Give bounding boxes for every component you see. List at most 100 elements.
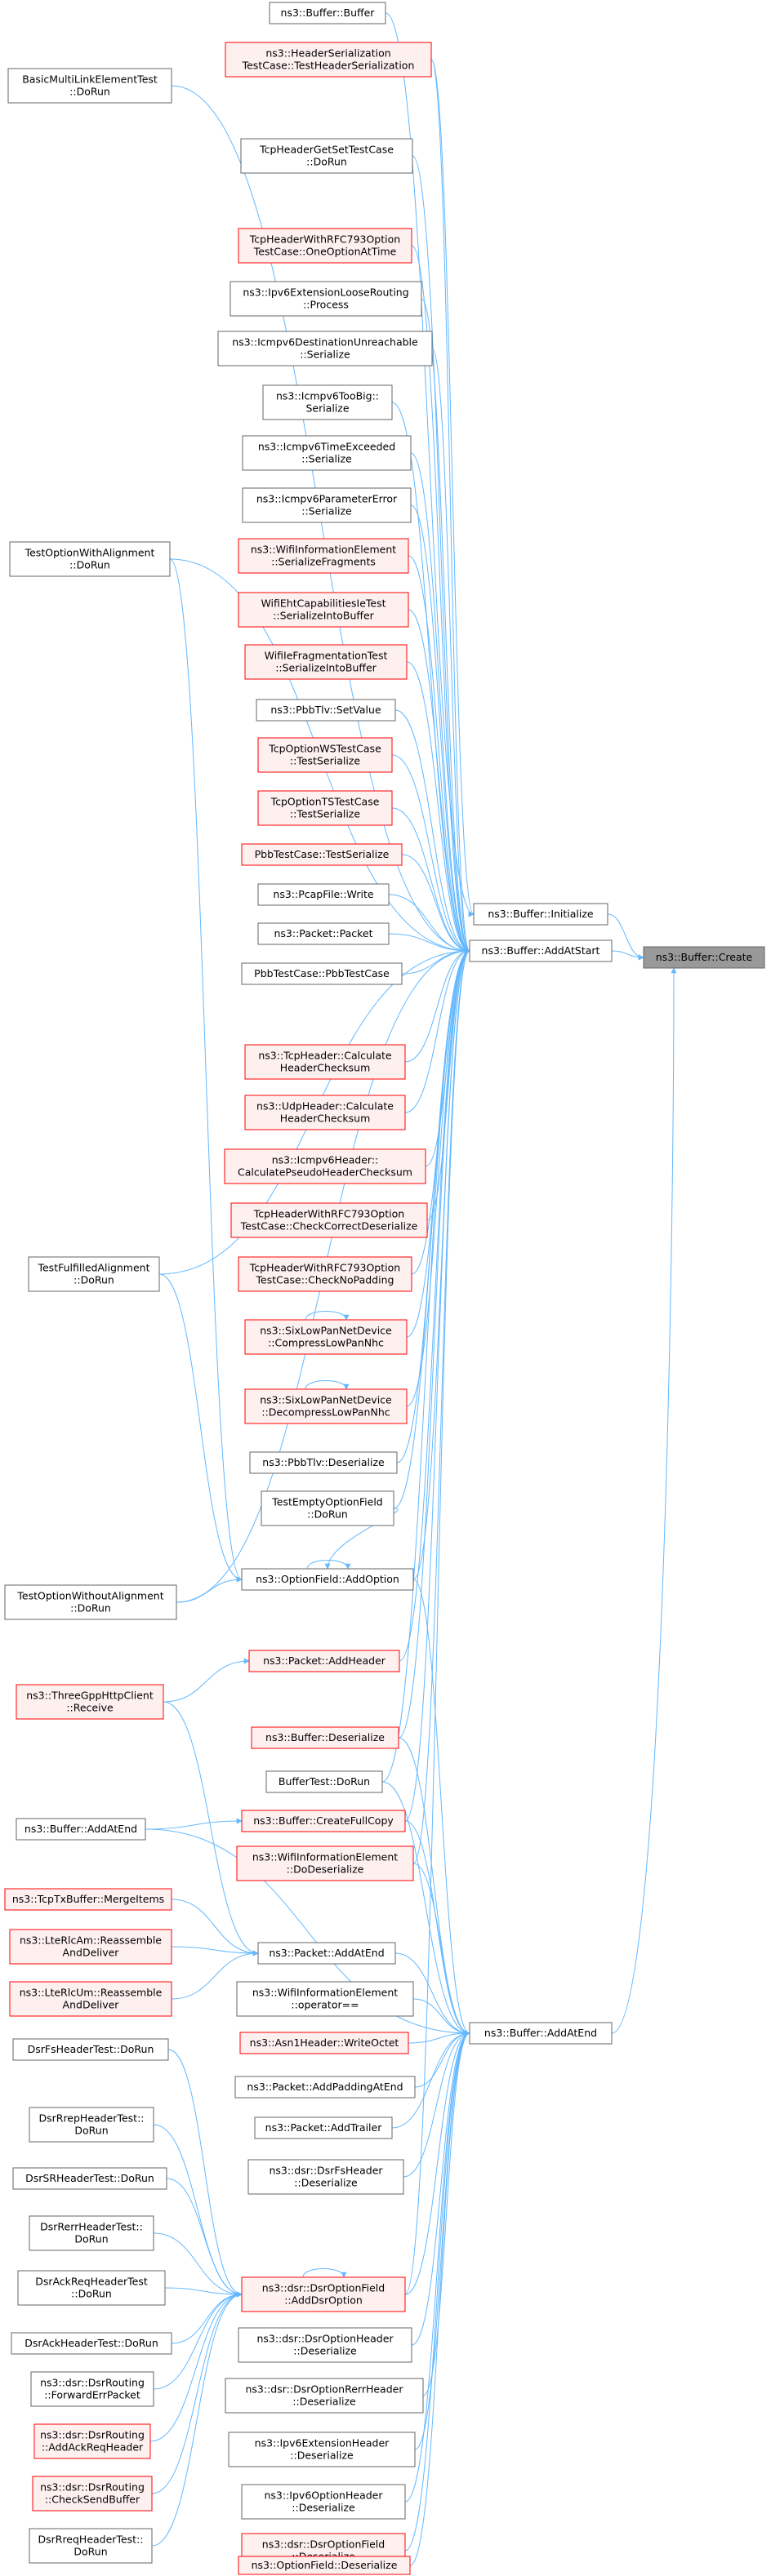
node-label: TestCase::CheckNoPadding [256, 1274, 394, 1286]
node-buffer-addatend2[interactable]: ns3::Buffer::AddAtEnd [16, 1818, 146, 1841]
node-asn1[interactable]: ns3::Asn1Header::WriteOctet [239, 2032, 409, 2054]
call-edge [169, 558, 243, 1583]
node-label: TcpHeaderWithRFC793Option [249, 233, 400, 246]
node-tcpgetset[interactable]: TcpHeaderGetSetTestCase::DoRun [240, 138, 413, 174]
node-pbb-pbb[interactable]: PbbTestCase::PbbTestCase [241, 962, 403, 985]
node-box [254, 2116, 393, 2139]
node-label: ::Deserialize [292, 2396, 356, 2408]
node-initialize[interactable]: ns3::Buffer::Initialize [473, 903, 608, 926]
node-buffertest[interactable]: BufferTest::DoRun [265, 1770, 383, 1793]
call-edge [163, 1701, 259, 1956]
node-dsrrreq[interactable]: DsrRreqHeaderTest::DoRun [29, 2528, 153, 2564]
node-addatend[interactable]: ns3::Buffer::AddAtEnd [469, 2022, 613, 2045]
node-label: ns3::Icmpv6ParameterError [256, 493, 398, 505]
node-label: ns3::Asn1Header::WriteOctet [250, 2036, 399, 2049]
node-label: ns3::Buffer::AddAtStart [482, 944, 600, 957]
node-label: ::DoRun [307, 1508, 348, 1521]
node-optfield-add[interactable]: ns3::OptionField::AddOption [241, 1568, 414, 1591]
node-dsrackreq[interactable]: DsrAckReqHeaderTest::DoRun [17, 2270, 166, 2306]
node-packet-packet[interactable]: ns3::Packet::Packet [257, 922, 390, 945]
node-pbb-ser[interactable]: PbbTestCase::TestSerialize [241, 843, 403, 866]
node-dsrsr[interactable]: DsrSRHeaderTest::DoRun [12, 2167, 167, 2190]
node-buffer-buffer[interactable]: ns3::Buffer::Buffer [269, 2, 386, 24]
node-label: ::CompressLowPanNhc [268, 1337, 384, 1349]
node-tcpopt-ts[interactable]: TcpOptionTSTestCase::TestSerialize [257, 790, 393, 826]
node-sixlow-decomp[interactable]: ns3::SixLowPanNetDevice::DecompressLowPa… [244, 1388, 408, 1424]
node-icmp-param[interactable]: ns3::Icmpv6ParameterError::Serialize [242, 487, 412, 523]
node-label: ::AddAckReqHeader [42, 2441, 144, 2454]
node-icmp-toobig[interactable]: ns3::Icmpv6TooBig::Serialize [262, 384, 393, 420]
node-packet-padding[interactable]: ns3::Packet::AddPaddingAtEnd [234, 2076, 416, 2099]
node-rfc-correct[interactable]: TcpHeaderWithRFC793OptionTestCase::Check… [230, 1202, 428, 1238]
node-dsr-addack[interactable]: ns3::dsr::DsrRouting::AddAckReqHeader [33, 2423, 151, 2459]
node-label: ns3::dsr::DsrRouting [40, 2481, 145, 2494]
node-wifi-frag[interactable]: ns3::WifiInformationElement::SerializeFr… [238, 538, 409, 574]
node-wifi-dodeser[interactable]: ns3::WifiInformationElement::DoDeseriali… [236, 1845, 414, 1881]
node-dsrrrep[interactable]: DsrRrepHeaderTest::DoRun [29, 2107, 154, 2143]
node-dsrrerr-deser[interactable]: ns3::dsr::DsrOptionRerrHeader::Deseriali… [225, 2378, 424, 2414]
node-packet-trailer[interactable]: ns3::Packet::AddTrailer [254, 2116, 393, 2139]
node-box [469, 939, 613, 962]
node-dsrack[interactable]: DsrAckHeaderTest::DoRun [11, 2332, 172, 2355]
node-buffer-deser[interactable]: ns3::Buffer::Deserialize [251, 1726, 399, 1749]
node-packet-addheader[interactable]: ns3::Packet::AddHeader [248, 1650, 400, 1672]
node-ipv6ext-deser[interactable]: ns3::Ipv6ExtensionHeader::Deserialize [228, 2432, 416, 2467]
node-label: ::SerializeIntoBuffer [275, 662, 377, 674]
node-emptyopt[interactable]: TestEmptyOptionField::DoRun [261, 1490, 394, 1526]
node-create[interactable]: ns3::Buffer::Create [643, 946, 765, 969]
node-sixlow-comp[interactable]: ns3::SixLowPanNetDevice::CompressLowPanN… [244, 1319, 408, 1355]
node-ipv6opt-deser[interactable]: ns3::Ipv6OptionHeader::Deserialize [241, 2484, 406, 2520]
node-label: ns3::Packet::AddAtEnd [269, 1947, 384, 1959]
node-box [225, 42, 432, 78]
call-edge [394, 1952, 470, 2036]
node-packet-addatend[interactable]: ns3::Packet::AddAtEnd [257, 1942, 396, 1965]
node-icmp-pseudo[interactable]: ns3::Icmpv6Header::CalculatePseudoHeader… [224, 1148, 426, 1184]
call-edge [404, 2030, 470, 2295]
node-pbbtlv-deser[interactable]: ns3::PbbTlv::Deserialize [249, 1451, 398, 1474]
node-dsrrerr[interactable]: DsrRerrHeaderTest::DoRun [29, 2215, 154, 2251]
node-basicmulti[interactable]: BasicMultiLinkElementTest::DoRun [7, 68, 172, 104]
node-optfield-deser[interactable]: ns3::OptionField::Deserialize [238, 2556, 411, 2575]
node-optalign[interactable]: TestOptionWithAlignment::DoRun [9, 541, 171, 577]
node-hser[interactable]: ns3::HeaderSerializationTestCase::TestHe… [225, 42, 432, 78]
node-label: ::operator== [291, 1999, 359, 2011]
node-addatstart[interactable]: ns3::Buffer::AddAtStart [469, 939, 613, 962]
node-icmp-dest[interactable]: ns3::Icmpv6DestinationUnreachable::Seria… [217, 331, 433, 366]
node-optwithout[interactable]: TestOptionWithoutAlignment::DoRun [4, 1584, 177, 1620]
node-label: ::AddDsrOption [284, 2294, 363, 2307]
node-label: ns3::SixLowPanNetDevice [260, 1394, 392, 1406]
node-threegpp[interactable]: ns3::ThreeGppHttpClient::Receive [16, 1684, 164, 1720]
node-tcpopt-ws[interactable]: TcpOptionWSTestCase::TestSerialize [257, 737, 393, 773]
node-pbbtlv-set[interactable]: ns3::PbbTlv::SetValue [256, 699, 396, 722]
node-tcptx-merge[interactable]: ns3::TcpTxBuffer::MergeItems [4, 1888, 172, 1911]
node-dsrfwd[interactable]: ns3::dsr::DsrRouting::ForwardErrPacket [30, 2371, 154, 2407]
node-rfc-nopad[interactable]: TcpHeaderWithRFC793OptionTestCase::Check… [238, 1256, 412, 1292]
node-box [257, 922, 390, 945]
node-dsropth-deser[interactable]: ns3::dsr::DsrOptionHeader::Deserialize [238, 2327, 412, 2363]
node-rfc-one[interactable]: TcpHeaderWithRFC793OptionTestCase::OneOp… [238, 228, 412, 264]
call-edge [167, 2049, 243, 2298]
node-label: DoRun [74, 2233, 108, 2245]
node-wifi-eht[interactable]: WifiEhtCapabilitiesIeTest::SerializeInto… [238, 592, 409, 628]
node-createfullcopy[interactable]: ns3::Buffer::CreateFullCopy [241, 1810, 406, 1832]
node-wifi-opeq[interactable]: ns3::WifiInformationElement::operator== [236, 1981, 414, 2017]
node-label: ::SerializeFragments [271, 556, 376, 568]
node-dsrfs-test[interactable]: DsrFsHeaderTest::DoRun [12, 2038, 169, 2061]
node-fulfilled[interactable]: TestFulfilledAlignment::DoRun [28, 1256, 160, 1292]
node-label: ::TestSerialize [290, 808, 360, 820]
call-edge [381, 1781, 470, 2036]
node-box [9, 1981, 172, 2017]
node-dsrfs-deser[interactable]: ns3::dsr::DsrFsHeader::Deserialize [247, 2159, 404, 2195]
node-dsropt-add[interactable]: ns3::dsr::DsrOptionField::AddDsrOption [241, 2276, 406, 2312]
node-pcap-write[interactable]: ns3::PcapFile::Write [257, 883, 390, 906]
node-icmp-time[interactable]: ns3::Icmpv6TimeExceeded::Serialize [242, 435, 412, 471]
node-wifi-fragtest[interactable]: WifiIeFragmentationTest::SerializeIntoBu… [244, 644, 408, 680]
node-ipv6loose[interactable]: ns3::Ipv6ExtensionLooseRouting::Process [230, 281, 422, 317]
call-edge [426, 948, 470, 1221]
node-dsr-checksend[interactable]: ns3::dsr::DsrRouting::CheckSendBuffer [32, 2476, 153, 2512]
